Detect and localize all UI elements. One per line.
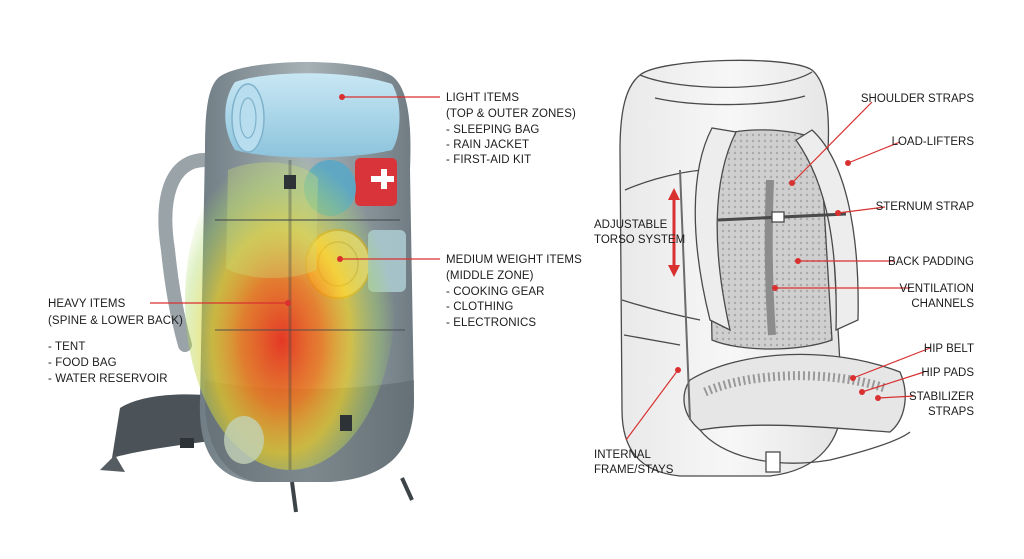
light-item-rain-jacket: - RAIN JACKET [446,139,529,151]
left-shoulder-strap [694,127,737,332]
left-backpack [100,61,414,513]
hip-belt [683,353,906,433]
label-ventilation-line1: VENTILATION [899,283,974,295]
heavy-items-title: HEAVY ITEMS [48,298,126,310]
light-item-first-aid-kit: - FIRST-AID KIT [446,154,531,166]
heavy-item-tent: - TENT [48,341,85,353]
label-internal-frame-line1: INTERNAL [594,449,651,461]
label-ventilation-line2: CHANNELS [911,298,974,310]
heavy-items-zone: (SPINE & LOWER BACK) [48,315,183,327]
label-adjustable-torso-line2: TORSO SYSTEM [594,234,685,246]
label-stabilizer-line2: STRAPS [928,406,974,418]
label-load-lifters: LOAD-LIFTERS [892,136,975,148]
light-items-zone: (TOP & OUTER ZONES) [446,108,576,120]
label-stabilizer-line1: STABILIZER [909,391,974,403]
light-item-sleeping-bag: - SLEEPING BAG [446,124,539,136]
right-shoulder-strap [795,129,859,332]
heavy-item-water-reservoir: - WATER RESERVOIR [48,373,168,385]
label-back-padding: BACK PADDING [888,256,974,268]
heavy-item-food-bag: - FOOD BAG [48,357,117,369]
left-leaders [150,94,440,306]
heavy-items-label: HEAVY ITEMS (SPINE & LOWER BACK) - TENT … [48,298,183,385]
medium-item-cooking-gear: - COOKING GEAR [446,286,545,298]
label-hip-pads: HIP PADS [921,367,974,379]
medium-item-electronics: - ELECTRONICS [446,317,536,329]
medium-item-clothing: - CLOTHING [446,301,513,313]
label-hip-belt: HIP BELT [924,343,974,355]
label-internal-frame-line2: FRAME/STAYS [594,464,674,476]
medium-items-title: MEDIUM WEIGHT ITEMS [446,254,582,266]
label-adjustable-torso-line1: ADJUSTABLE [594,219,668,231]
light-items-title: LIGHT ITEMS [446,92,519,104]
light-items-label: LIGHT ITEMS (TOP & OUTER ZONES) - SLEEPI… [446,92,576,166]
right-backpack [619,59,911,477]
medium-items-zone: (MIDDLE ZONE) [446,270,534,282]
medium-items-label: MEDIUM WEIGHT ITEMS (MIDDLE ZONE) - COOK… [446,254,582,329]
heavy-zone-heatmap [185,130,395,470]
label-shoulder-straps: SHOULDER STRAPS [861,93,974,105]
right-leaders [625,101,931,441]
label-sternum-strap: STERNUM STRAP [876,201,975,213]
